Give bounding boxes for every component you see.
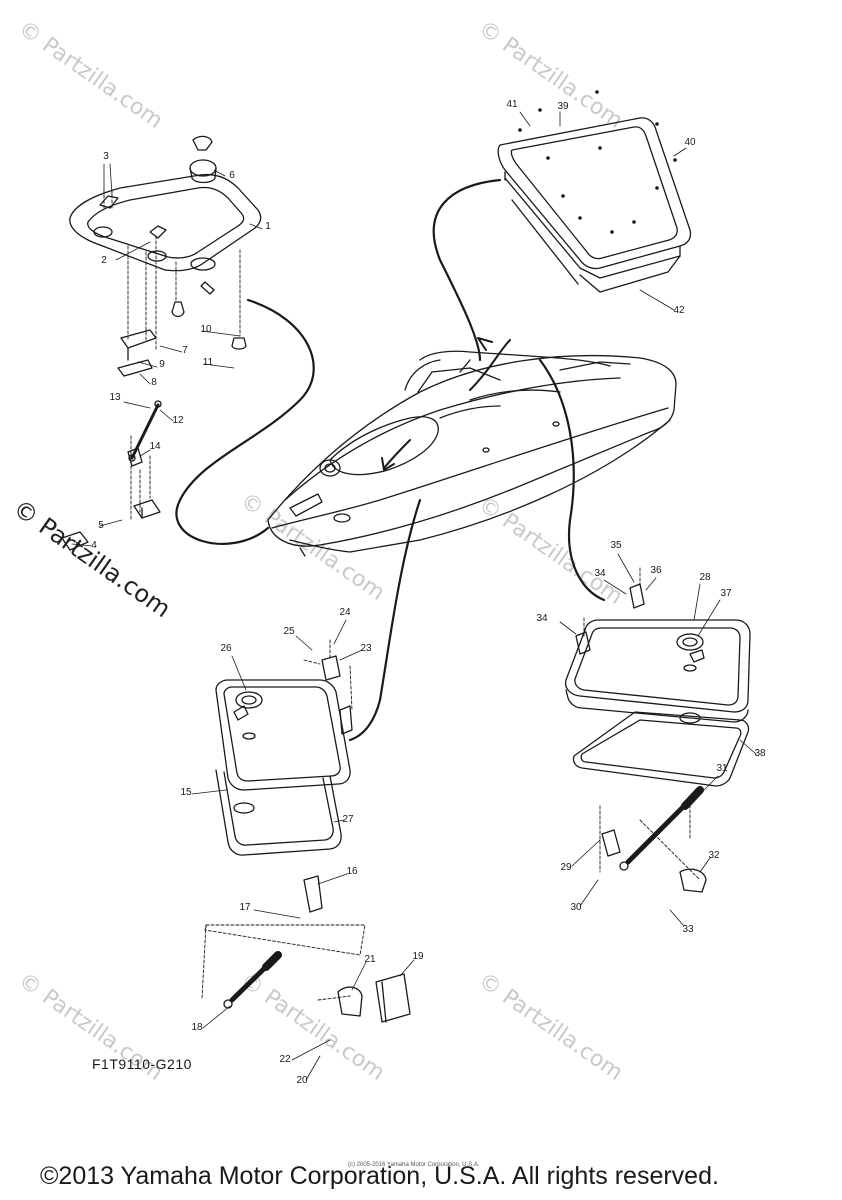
callout-24: 24	[339, 607, 351, 618]
callout-33: 33	[682, 924, 694, 935]
callout-14: 14	[149, 441, 161, 452]
callout-17: 17	[239, 902, 251, 913]
hatch-cover-rear	[497, 117, 692, 293]
callout-1: 1	[265, 221, 271, 232]
callout-13: 13	[109, 392, 121, 403]
callout-11: 11	[203, 357, 214, 368]
callout-42: 42	[673, 305, 685, 316]
callout-38: 38	[754, 748, 766, 759]
callout-28: 28	[699, 572, 711, 583]
callout-41: 41	[506, 99, 518, 110]
callout-22: 22	[279, 1054, 291, 1065]
callout-40: 40	[684, 137, 696, 148]
callout-34: 34	[594, 568, 606, 579]
boat-hull	[267, 350, 677, 557]
callout-26: 26	[220, 643, 232, 654]
callout-36: 36	[650, 565, 662, 576]
callout-2: 2	[101, 255, 107, 266]
fine-print: (c) 2005-2016 Yamaha Motor Corporation, …	[348, 1162, 480, 1168]
callout-15: 15	[180, 787, 192, 798]
hatch-lid-front	[69, 173, 262, 272]
copyright-notice: ©2013 Yamaha Motor Corporation, U.S.A. A…	[40, 1162, 719, 1190]
callout-7: 7	[182, 345, 188, 356]
callout-3: 3	[103, 151, 109, 162]
callout-9: 9	[159, 359, 165, 370]
callout-27: 27	[342, 814, 354, 825]
callout-30: 30	[570, 902, 582, 913]
callout-29: 29	[560, 862, 572, 873]
callout-18: 18	[191, 1022, 203, 1033]
callout-21: 21	[364, 954, 376, 965]
callout-35: 35	[610, 540, 622, 551]
diagram-code: F1T9110-G210	[92, 1056, 192, 1072]
callout-23: 23	[360, 643, 372, 654]
callout-34: 34	[536, 613, 548, 624]
callout-19: 19	[412, 951, 424, 962]
callout-32: 32	[708, 850, 720, 861]
callout-16: 16	[346, 866, 358, 877]
hatch-lid-right	[564, 619, 751, 787]
callout-12: 12	[172, 415, 184, 426]
callout-39: 39	[557, 101, 569, 112]
callout-37: 37	[720, 588, 732, 599]
callout-labels: 1234567891011121314151617181920212223242…	[91, 99, 766, 1086]
callout-5: 5	[98, 520, 104, 531]
callout-4: 4	[91, 540, 97, 551]
callout-6: 6	[229, 170, 235, 181]
hatch-lid-left	[215, 679, 351, 856]
callout-8: 8	[151, 377, 157, 388]
callout-31: 31	[716, 763, 728, 774]
callout-20: 20	[296, 1075, 308, 1086]
callout-25: 25	[283, 626, 295, 637]
callout-10: 10	[200, 324, 212, 335]
